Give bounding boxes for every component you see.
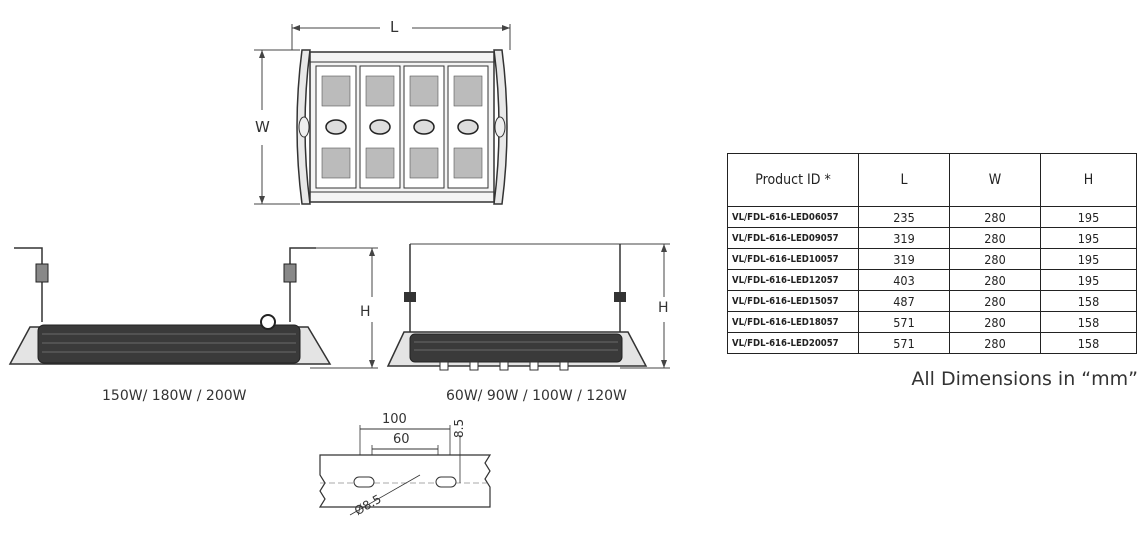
top-view-drawing (254, 24, 511, 205)
bracket-detail-drawing (318, 425, 492, 516)
cell-product-id: VL/FDL-616-LED09057 (727, 227, 859, 249)
side-view-right-drawing (386, 243, 670, 371)
cell-h: 158 (1040, 311, 1137, 333)
cell-w: 280 (949, 311, 1041, 333)
cell-l: 487 (858, 290, 950, 312)
units-note: All Dimensions in “mm” (911, 368, 1138, 390)
table-row: VL/FDL-616-LED12057 403 280 195 (727, 269, 1137, 291)
side-view-left-drawing (8, 247, 378, 369)
cell-product-id: VL/FDL-616-LED06057 (727, 206, 859, 228)
bracket-dim-height-label: 8.5 (452, 418, 466, 438)
table-row: VL/FDL-616-LED18057 571 280 158 (727, 311, 1137, 333)
cell-w: 280 (949, 332, 1041, 354)
dimensions-table: Product ID * L W H VL/FDL-616-LED06057 2… (727, 153, 1137, 354)
cell-l: 235 (858, 206, 950, 228)
header-product-id: Product ID * (727, 153, 859, 207)
table-row: VL/FDL-616-LED09057 319 280 195 (727, 227, 1137, 249)
cell-l: 319 (858, 248, 950, 270)
side-left-caption: 150W/ 180W / 200W (102, 388, 247, 404)
cell-product-id: VL/FDL-616-LED20057 (727, 332, 859, 354)
table-row: VL/FDL-616-LED10057 319 280 195 (727, 248, 1137, 270)
top-dim-w-label: W (255, 118, 270, 136)
side-left-dim-h-label: H (360, 304, 371, 320)
cell-product-id: VL/FDL-616-LED12057 (727, 269, 859, 291)
bracket-dim-60-label: 60 (393, 432, 410, 447)
cell-h: 195 (1040, 206, 1137, 228)
cell-w: 280 (949, 248, 1041, 270)
cell-w: 280 (949, 206, 1041, 228)
cell-l: 571 (858, 311, 950, 333)
cell-l: 319 (858, 227, 950, 249)
cell-product-id: VL/FDL-616-LED15057 (727, 290, 859, 312)
table-row: VL/FDL-616-LED06057 235 280 195 (727, 206, 1137, 228)
cell-h: 195 (1040, 248, 1137, 270)
table-row: VL/FDL-616-LED20057 571 280 158 (727, 332, 1137, 354)
cell-h: 195 (1040, 227, 1137, 249)
cell-w: 280 (949, 227, 1041, 249)
cell-h: 158 (1040, 290, 1137, 312)
cell-product-id: VL/FDL-616-LED10057 (727, 248, 859, 270)
bracket-dim-100-label: 100 (382, 412, 407, 427)
header-l: L (858, 153, 950, 207)
table-header-row: Product ID * L W H (727, 153, 1137, 207)
header-w: W (949, 153, 1041, 207)
cell-w: 280 (949, 290, 1041, 312)
cell-h: 158 (1040, 332, 1137, 354)
side-right-caption: 60W/ 90W / 100W / 120W (446, 388, 627, 404)
cell-w: 280 (949, 269, 1041, 291)
cell-product-id: VL/FDL-616-LED18057 (727, 311, 859, 333)
header-h: H (1040, 153, 1137, 207)
cell-l: 571 (858, 332, 950, 354)
cell-h: 195 (1040, 269, 1137, 291)
table-row: VL/FDL-616-LED15057 487 280 158 (727, 290, 1137, 312)
cell-l: 403 (858, 269, 950, 291)
top-dim-l-label: L (390, 18, 399, 36)
side-right-dim-h-label: H (658, 300, 669, 316)
